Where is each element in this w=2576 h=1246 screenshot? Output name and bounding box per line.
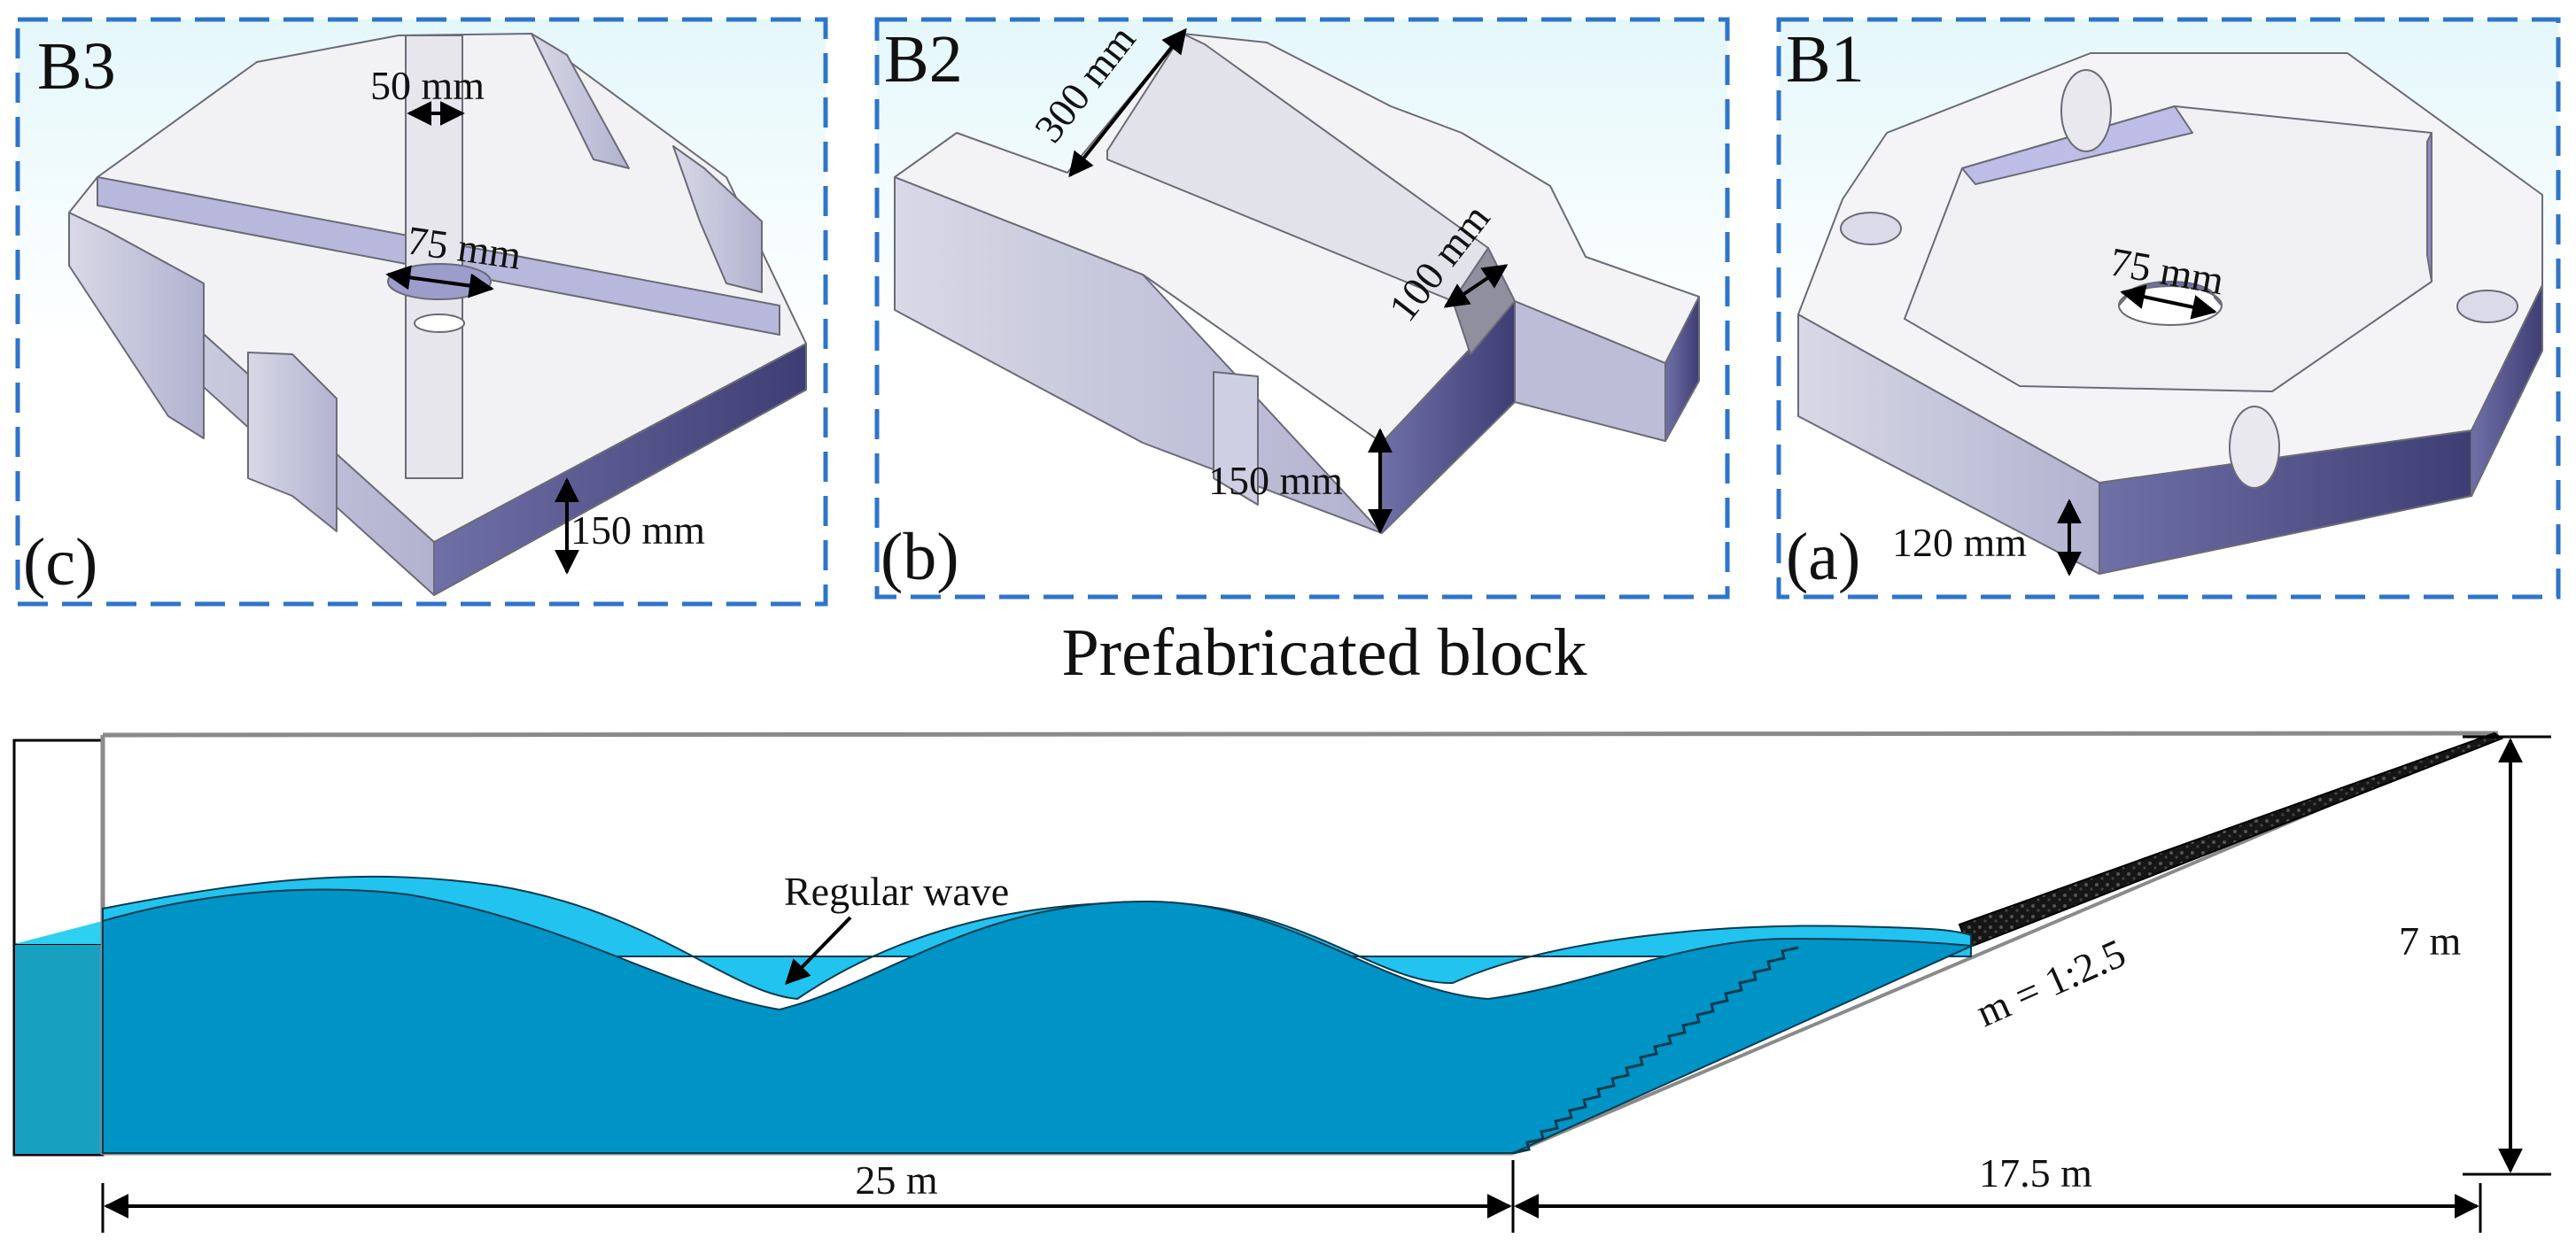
dim-150mm-label: 150 mm — [570, 507, 705, 553]
slope-armor-layer — [1958, 731, 2504, 949]
flat-length-label: 25 m — [855, 1157, 938, 1203]
b3-vertical-slot — [405, 35, 463, 479]
regular-wave-label: Regular wave — [784, 869, 1009, 914]
panel-c-tag: (c) — [23, 525, 97, 600]
panel-a-b1: B1 (a) 75 mm 120 mm — [1776, 17, 2561, 600]
b3-fin-left-top — [68, 212, 205, 439]
block-b1-drawing — [1797, 52, 2543, 575]
b2-front-bevel — [1213, 371, 1259, 506]
dim-75mm-a-arrow — [2120, 284, 2217, 320]
panel-b-block-label: B2 — [884, 22, 963, 97]
b1-notch-right — [2456, 290, 2518, 323]
panel-a-tag: (a) — [1786, 520, 1860, 594]
dim-150mm-b-label: 150 mm — [1208, 458, 1343, 503]
wave-flume: Regular wave m = 1:2.5 7 m 25 m 17.5 m — [12, 731, 2551, 1233]
panel-c-block-label: B3 — [37, 29, 116, 104]
dim-100mm-arrow — [1443, 264, 1509, 308]
b3-fin-right-mid — [672, 145, 763, 293]
b3-fin-right-top — [531, 33, 630, 169]
panel-b-tag: (b) — [881, 520, 959, 594]
dim-75mm-arrow — [385, 265, 494, 298]
slope-length-label: 17.5 m — [1979, 1150, 2092, 1196]
dim-120mm-label: 120 mm — [1892, 520, 2027, 565]
b1-notch-top — [2060, 69, 2112, 152]
b1-inner-recess — [1904, 105, 2432, 392]
panel-a-block-label: B1 — [1786, 22, 1865, 97]
dim-50mm-label: 50 mm — [370, 63, 485, 108]
regular-wave-arrow — [785, 916, 852, 986]
tank-top-edge — [102, 731, 2499, 738]
b1-notch-left — [1840, 212, 1902, 245]
panel-b-b2: B2 (b) 300 mm 100 mm 150 mm — [874, 17, 1730, 600]
slope-toe-blocks — [1512, 946, 1799, 1155]
wave-maker-water — [13, 943, 104, 1156]
b1-inner-wall-right — [2426, 132, 2432, 282]
water-body — [102, 888, 1975, 1154]
height-label: 7 m — [2399, 918, 2462, 964]
panel-c-b3: B3 (c) 50 mm 75 mm 150 mm — [15, 17, 828, 607]
b3-hole-bottom — [414, 313, 465, 333]
dim-300mm-arrow — [1068, 27, 1187, 178]
slope-ratio-label: m = 1:2.5 — [1969, 930, 2131, 1035]
section-title: Prefabricated block — [1062, 615, 1587, 690]
b3-fin-left-bottom — [247, 352, 338, 532]
wave-maker-crest — [14, 921, 103, 944]
b1-notch-bottom — [2229, 406, 2280, 489]
